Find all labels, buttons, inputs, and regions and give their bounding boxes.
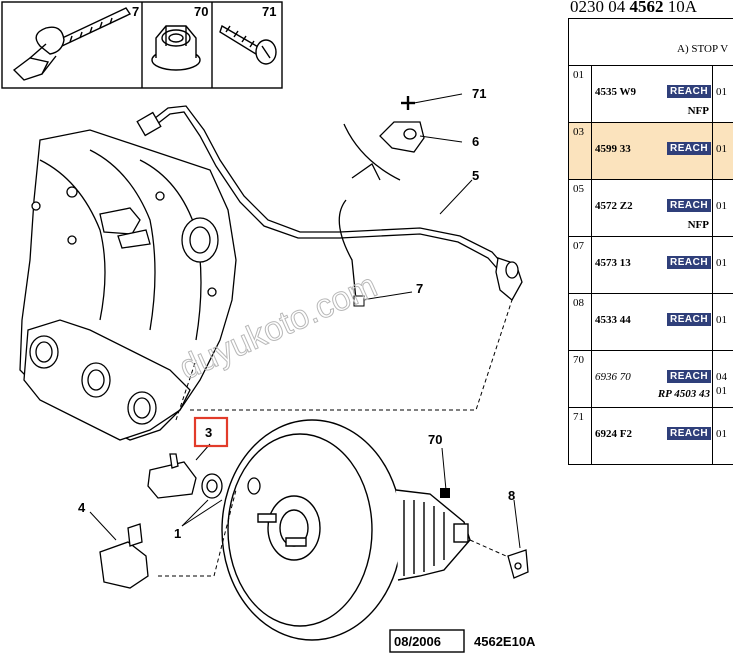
parts-table: A) STOP V 01 4535 W9 REACH NFP 01 03 459…	[568, 18, 733, 465]
inset-label-7: 7	[132, 4, 139, 19]
part-reference[interactable]: 4599 33	[595, 143, 631, 155]
reach-badge: REACH	[667, 85, 712, 98]
screw-icon	[219, 24, 277, 65]
parts-list-panel: 0230 04 4562 10A A) STOP V 01 4535 W9 RE…	[568, 0, 733, 656]
part-quantity: 01	[716, 314, 727, 326]
catalog-reference: 0230 04 4562 10A	[570, 0, 697, 17]
inset-label-71: 71	[262, 4, 276, 19]
brake-booster	[221, 419, 471, 641]
replacement-part-note: RP 4503 43	[657, 388, 710, 400]
part-quantity: 01	[716, 143, 727, 155]
exploded-parts-diagram: 7 70 71	[1, 1, 536, 653]
retaining-clip	[507, 549, 529, 579]
callout-8: 8	[508, 488, 515, 503]
callout-7-marker	[353, 295, 365, 307]
fastener-inset	[1, 1, 283, 89]
callout-4: 4	[78, 500, 86, 515]
callout-5: 5	[472, 168, 479, 183]
reach-badge: REACH	[667, 427, 712, 440]
parts-row-03[interactable]: 03 4599 33 REACH 01	[569, 123, 733, 180]
part-note: NFP	[687, 105, 709, 117]
drawing-footer: 08/2006 4562E10A	[389, 629, 536, 653]
callout-71: 71	[472, 86, 486, 101]
selected-part-highlight	[193, 416, 229, 448]
parts-row-70[interactable]: 70 6936 70 REACH RP 4503 43 04 01	[569, 351, 733, 408]
row-position: 03	[573, 126, 584, 138]
row-position: 01	[573, 69, 584, 81]
parts-row-07[interactable]: 07 4573 13 REACH 01	[569, 237, 733, 294]
diagram-canvas: 7 70 71	[1, 1, 536, 653]
hose-bracket	[338, 96, 425, 301]
part-reference[interactable]: 4573 13	[595, 257, 631, 269]
section-title: A) STOP V	[677, 43, 729, 55]
parts-row-08[interactable]: 08 4533 44 REACH 01	[569, 294, 733, 351]
row-position: 70	[573, 354, 584, 366]
drawing-reference: 4562E10A	[474, 634, 536, 649]
part-reference[interactable]: 4535 W9	[595, 86, 637, 98]
catalog-ref-prefix: 0230 04	[570, 0, 630, 16]
part-reference[interactable]: 6936 70	[595, 371, 631, 383]
check-valve-assembly	[99, 453, 261, 589]
part-quantity-secondary: 01	[716, 385, 727, 397]
row-position: 05	[573, 183, 584, 195]
reach-badge: REACH	[667, 313, 712, 326]
callout-6: 6	[472, 134, 479, 149]
reach-badge: REACH	[667, 370, 712, 383]
parts-row-01[interactable]: 01 4535 W9 REACH NFP 01	[569, 66, 733, 123]
leader-lines	[89, 93, 521, 577]
part-reference[interactable]: 6924 F2	[595, 428, 632, 440]
inset-label-70: 70	[194, 4, 208, 19]
reach-badge: REACH	[667, 142, 712, 155]
catalog-ref-bold: 4562	[629, 0, 664, 16]
parts-row-71[interactable]: 71 6924 F2 REACH 01	[569, 408, 733, 465]
parts-row-05[interactable]: 05 4572 Z2 REACH NFP 01	[569, 180, 733, 237]
callout-70-marker	[440, 488, 450, 498]
callout-3: 3	[205, 425, 212, 440]
part-quantity: 01	[716, 86, 727, 98]
part-quantity: 04	[716, 371, 727, 383]
intake-manifold	[19, 129, 237, 441]
flange-nut-icon	[151, 25, 201, 71]
callout-70: 70	[428, 432, 442, 447]
part-quantity: 01	[716, 200, 727, 212]
callout-1: 1	[174, 526, 181, 541]
row-position: 71	[573, 411, 584, 423]
callout-7: 7	[416, 281, 423, 296]
reach-badge: REACH	[667, 256, 712, 269]
part-reference[interactable]: 4533 44	[595, 314, 631, 326]
part-reference[interactable]: 4572 Z2	[595, 200, 633, 212]
section-title-row: A) STOP V	[569, 19, 733, 66]
part-note: NFP	[687, 219, 709, 231]
reach-badge: REACH	[667, 199, 712, 212]
catalog-ref-suffix: 10A	[663, 0, 698, 16]
row-position: 07	[573, 240, 584, 252]
date-stamp: 08/2006	[394, 634, 441, 649]
row-position: 08	[573, 297, 584, 309]
part-quantity: 01	[716, 257, 727, 269]
strap-clip-icon	[12, 7, 132, 81]
part-quantity: 01	[716, 428, 727, 440]
